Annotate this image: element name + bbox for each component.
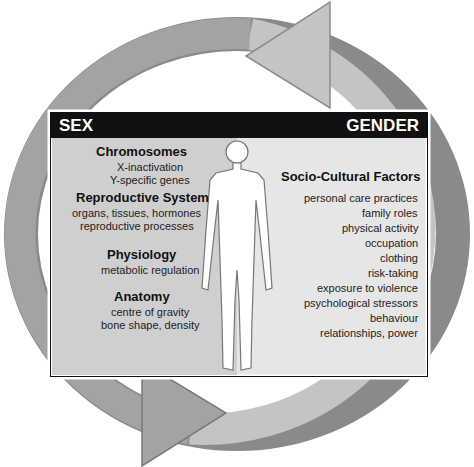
figure-head xyxy=(226,141,248,163)
category-item: personal care practices xyxy=(304,192,418,204)
category-heading: Anatomy xyxy=(114,290,170,304)
category-item: organs, tissues, hormones xyxy=(72,207,201,219)
category-item: relationships, power xyxy=(320,327,418,339)
cycle-arc-dark xyxy=(20,34,250,429)
arrowhead-top xyxy=(246,2,330,108)
category-item: exposure to violence xyxy=(317,282,418,294)
header-bar: SEX GENDER xyxy=(51,113,427,138)
category-item: behaviour xyxy=(370,312,418,324)
category-item: physical activity xyxy=(342,222,418,234)
category-item: psychological stressors xyxy=(304,297,418,309)
category-item: family roles xyxy=(362,207,418,219)
figure-body xyxy=(202,163,272,370)
category-item: bone shape, density xyxy=(101,319,199,331)
human-figure xyxy=(202,141,272,370)
category-item: reproductive processes xyxy=(80,220,194,232)
category-heading: Chromosomes xyxy=(96,145,187,159)
category-heading: Reproductive System xyxy=(76,191,209,205)
category-item: X-inactivation xyxy=(117,161,183,173)
category-item: metabolic regulation xyxy=(101,264,199,276)
category-item: risk-taking xyxy=(368,267,418,279)
category-heading: Physiology xyxy=(107,248,176,262)
category-item: Y-specific genes xyxy=(110,174,190,186)
category-item: centre of gravity xyxy=(111,306,189,318)
category-item: occupation xyxy=(365,237,418,249)
panel-heading: SEX xyxy=(59,116,93,136)
category-item: clothing xyxy=(380,252,418,264)
panel-ground xyxy=(50,112,428,377)
category-heading: Socio-Cultural Factors xyxy=(281,170,420,184)
panel-heading: GENDER xyxy=(346,116,419,136)
